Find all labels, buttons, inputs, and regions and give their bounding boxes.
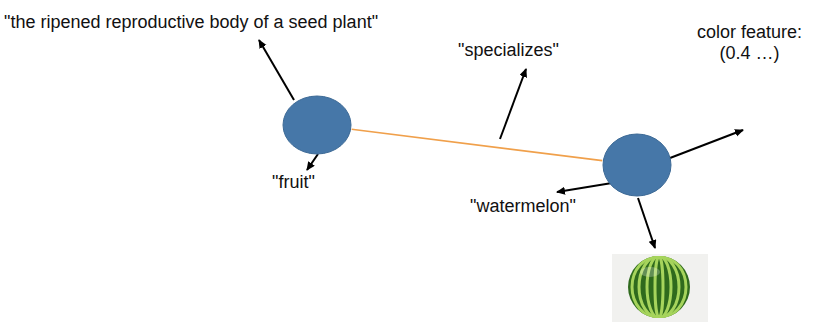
node-annotation: "the ripened reproductive body of a seed… bbox=[4, 12, 378, 33]
node-ellipse-svg bbox=[602, 133, 672, 197]
melon-shine bbox=[640, 267, 660, 277]
node-ellipse-svg bbox=[282, 95, 352, 155]
leader-arrow bbox=[638, 198, 655, 248]
leader-arrow bbox=[557, 183, 612, 192]
watermelon-photo bbox=[628, 256, 690, 318]
node-ellipse bbox=[603, 134, 671, 196]
photo-frame bbox=[612, 254, 708, 322]
node-annotation: "watermelon" bbox=[470, 196, 576, 217]
melon-stripes bbox=[632, 256, 686, 318]
node-ellipse bbox=[283, 96, 351, 154]
relation-line bbox=[352, 129, 603, 160]
leader-arrow bbox=[500, 69, 526, 139]
node-annotation: color feature: (0.4 …) bbox=[687, 22, 812, 64]
concept-node: "watermelon"color feature: (0.4 …) bbox=[602, 133, 672, 197]
leader-arrow bbox=[670, 130, 743, 158]
node-annotation: "fruit" bbox=[272, 172, 315, 193]
concept-node: "the ripened reproductive body of a seed… bbox=[282, 95, 352, 155]
edge-label: "specializes" bbox=[458, 40, 559, 61]
leader-arrow bbox=[259, 40, 294, 100]
leader-arrow bbox=[307, 154, 318, 170]
